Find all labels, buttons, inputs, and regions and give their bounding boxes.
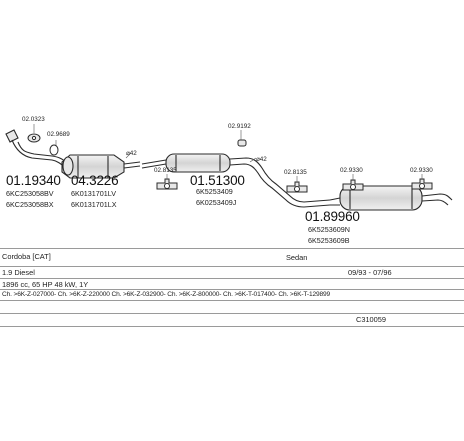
assembly-rear-silencer-oem-2: 6K5253609B — [308, 236, 350, 245]
part-code-gasket[interactable]: 02.0323 — [22, 116, 45, 123]
rule-2 — [0, 266, 464, 267]
assembly-center-silencer-oem-2: 6K0253409J — [196, 198, 237, 207]
exhaust-diagram — [5, 124, 453, 211]
assembly-catalyst-oem-2: 6K0131701LX — [71, 200, 117, 209]
diameter-label-2: ⌀42 — [256, 156, 267, 163]
assembly-rear-silencer-oem-1: 6K5253609N — [308, 225, 350, 234]
hanger-ring-icon-1 — [156, 178, 178, 190]
part-code-hanger-center[interactable]: 02.9192 — [228, 123, 251, 130]
gasket-icon-1 — [27, 133, 41, 143]
production-years: 09/93 - 07/96 — [348, 268, 392, 277]
hanger-ring-icon-3 — [342, 179, 364, 191]
leader-lines — [33, 124, 423, 183]
part-code-ring[interactable]: 02.9689 — [47, 131, 70, 138]
assembly-center-silencer-oem-1: 6K5253409 — [196, 187, 233, 196]
catalytic-converter — [61, 154, 141, 179]
part-code-rubber-4[interactable]: 02.9330 — [410, 167, 433, 174]
assembly-rear-silencer-number[interactable]: 01.89960 — [305, 209, 360, 224]
assembly-front-pipe-oem-1: 6KC253058BV — [6, 189, 54, 198]
part-code-rubber-1[interactable]: 02.8135 — [154, 167, 177, 174]
engine-spec: 1896 cc, 65 HP 48 kW, 1Y — [2, 280, 89, 289]
rule-3 — [0, 278, 464, 279]
part-code-rubber-2[interactable]: 02.8135 — [284, 169, 307, 176]
assembly-catalyst-oem-1: 6K0131701LV — [71, 189, 117, 198]
hanger-ring-icon-4 — [411, 178, 433, 190]
assembly-center-silencer-number[interactable]: 01.51300 — [190, 173, 245, 188]
assembly-front-pipe-number[interactable]: 01.19340 — [6, 173, 61, 188]
rule-1 — [0, 248, 464, 249]
diameter-label-1: ⌀42 — [126, 150, 137, 157]
rule-6 — [0, 313, 464, 314]
center-silencer — [141, 153, 331, 208]
assembly-catalyst-number[interactable]: 04.3226 — [71, 173, 119, 188]
engine-type: 1.9 Diesel — [2, 268, 35, 277]
vehicle-model: Cordoba [CAT] — [2, 252, 51, 261]
reference-number: C310059 — [356, 315, 386, 324]
vehicle-body: Sedan — [286, 253, 308, 262]
hanger-icon-1 — [237, 139, 247, 147]
front-flange — [5, 129, 19, 143]
rule-4 — [0, 289, 464, 290]
rear-silencer — [329, 185, 453, 211]
assembly-front-pipe-oem-2: 6KC253058BX — [6, 200, 54, 209]
rule-7 — [0, 326, 464, 327]
gasket-icon-2 — [49, 144, 59, 156]
hanger-ring-icon-2 — [286, 181, 308, 193]
part-code-rubber-3[interactable]: 02.9330 — [340, 167, 363, 174]
rule-5 — [0, 300, 464, 301]
chassis-ranges: Ch. >6K-Z-027000- Ch. >6K-Z-220000 Ch. >… — [2, 291, 331, 298]
